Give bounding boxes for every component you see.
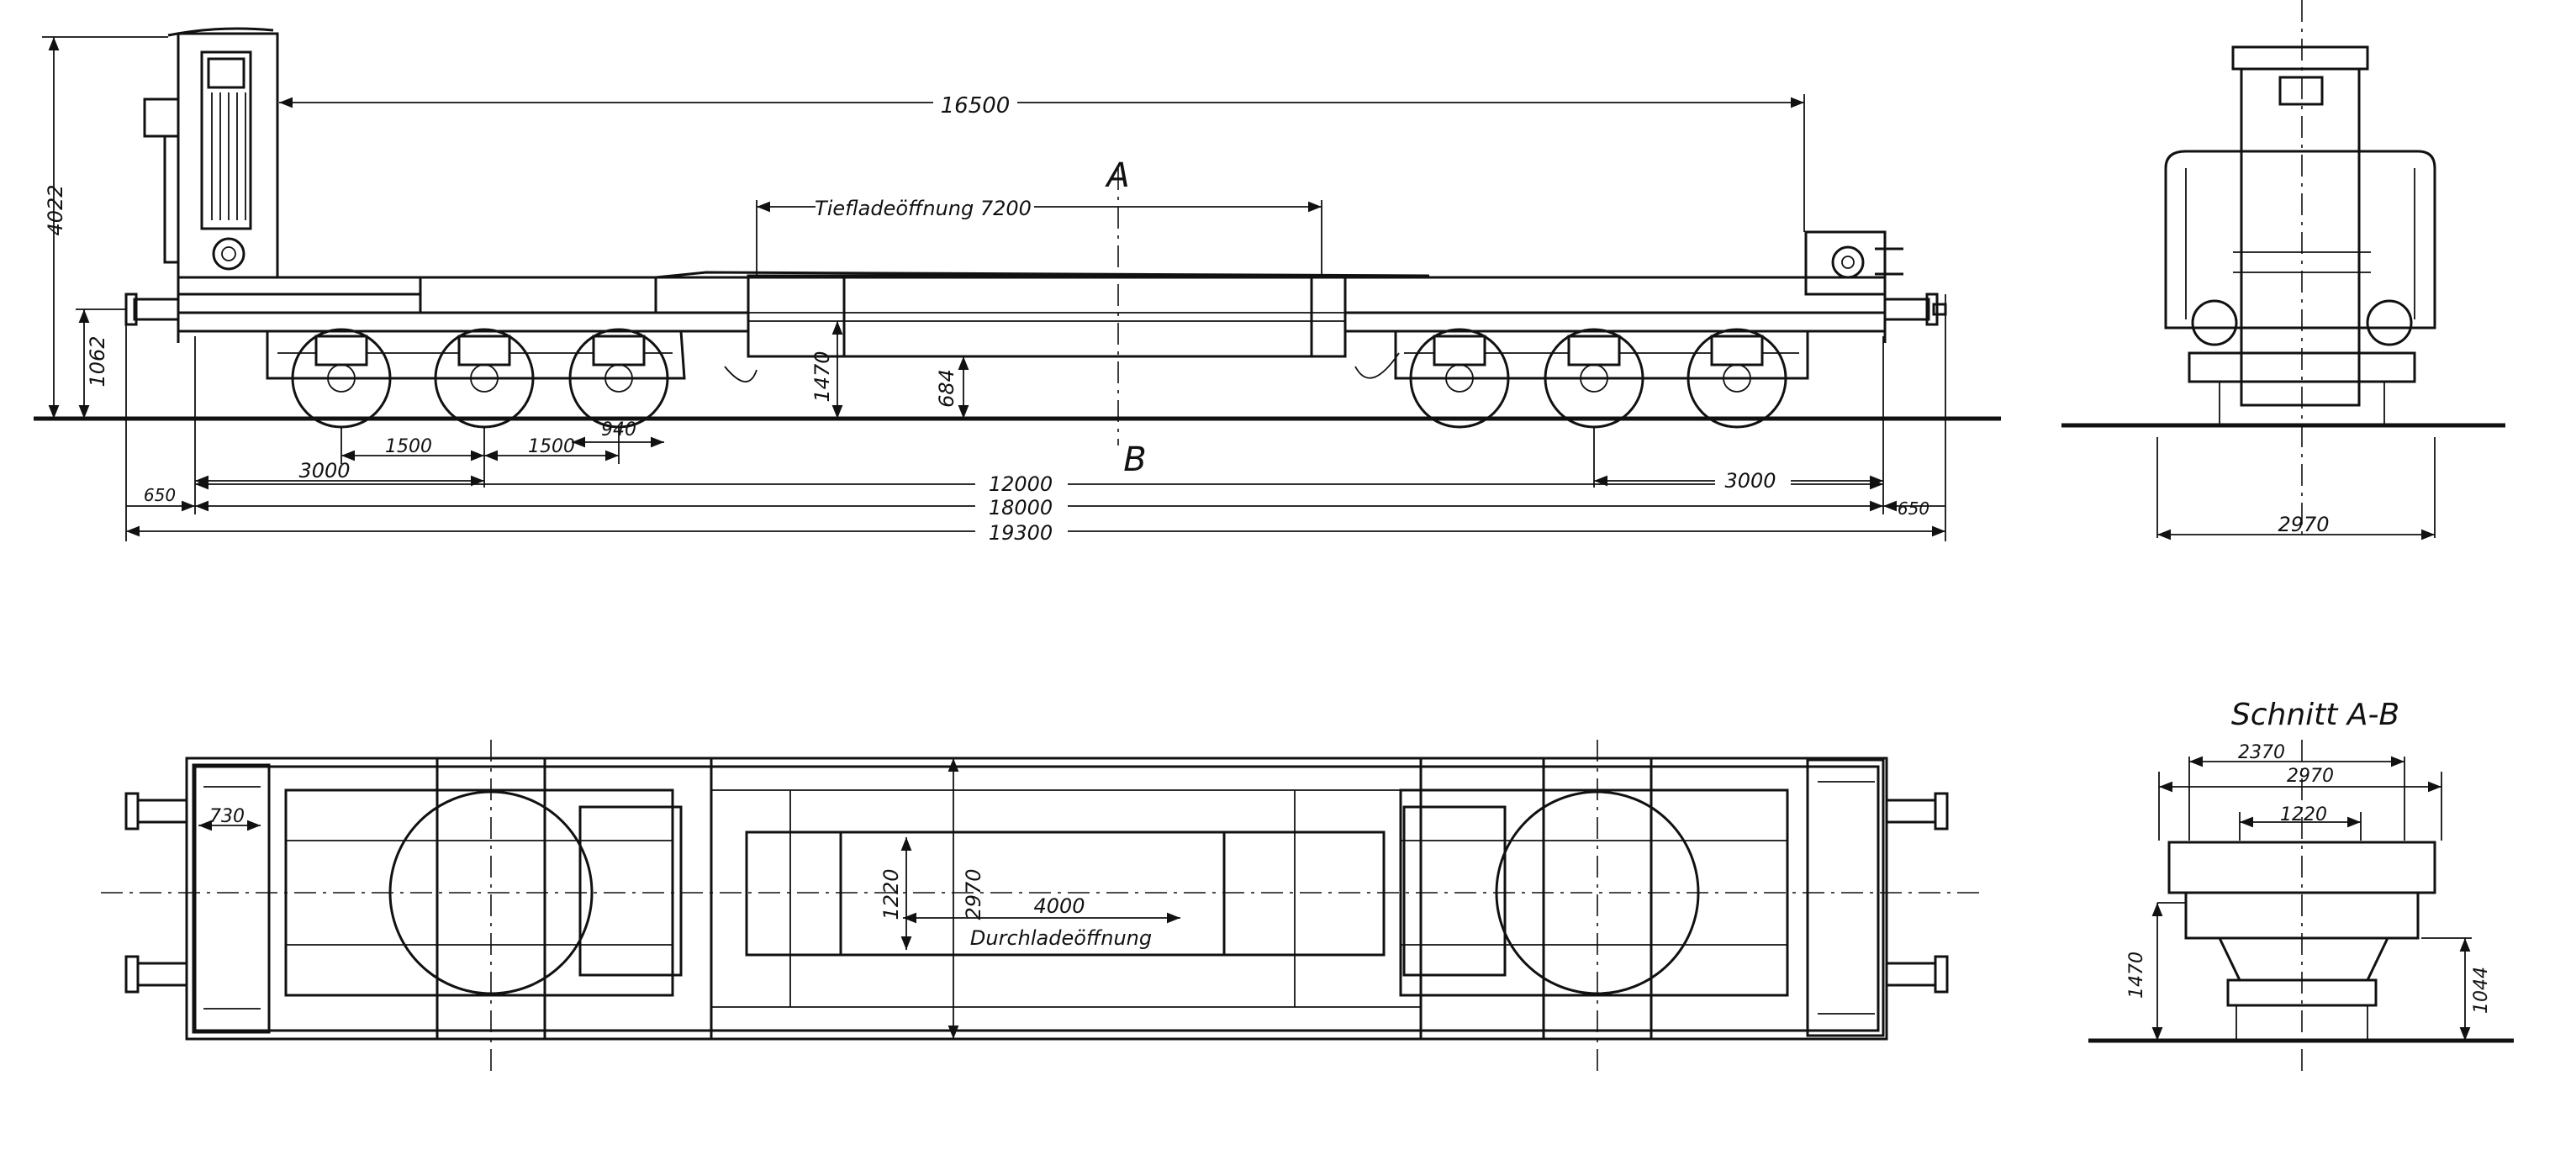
dim-940-label: 940 — [601, 419, 636, 440]
left-bogie — [266, 328, 686, 429]
dim-1044-section-label: 1044 — [2471, 967, 2492, 1014]
dim-730-label: 730 — [209, 806, 245, 827]
dim-1470: 1470 — [810, 321, 843, 419]
dim-1220-section: 1220 — [2239, 804, 2362, 841]
plan-view: 730 1220 2970 4000 Durchladeöffnung — [101, 740, 1984, 1076]
dim-19300-label: 19300 — [989, 521, 1053, 545]
dim-12000-label: 12000 — [989, 472, 1053, 496]
dim-18000-label: 18000 — [989, 496, 1053, 519]
section-ab-view: Schnitt A-B 2370 2970 1220 — [2088, 698, 2514, 1076]
dim-18000: 18000 650 650 — [126, 485, 1945, 519]
dim-16500-label: 16500 — [941, 93, 1011, 119]
dim-7200-label: Tiefladeöffnung 7200 — [815, 197, 1032, 220]
dim-650-left-label: 650 — [144, 485, 176, 505]
side-cab — [143, 27, 279, 279]
dim-2970-end: 2970 — [2156, 437, 2436, 540]
dim-1500b-label: 1500 — [528, 436, 575, 457]
dim-4022-label: 4022 — [44, 184, 67, 235]
dim-bogie-spacing: 1500 1500 940 — [340, 419, 664, 488]
dim-2370: 2370 — [2188, 742, 2405, 841]
dim-2970-section-label: 2970 — [2287, 766, 2334, 787]
dim-1220-plan-label: 1220 — [879, 868, 903, 920]
dim-730: 730 — [198, 806, 261, 831]
dim-2970-plan-label: 2970 — [962, 868, 985, 920]
dim-1062-label: 1062 — [86, 335, 109, 387]
side-frame — [177, 271, 1887, 358]
dim-2970-end-label: 2970 — [2278, 513, 2329, 536]
dim-12000: 12000 — [195, 469, 1883, 496]
right-bogie — [1394, 328, 1809, 429]
dim-7200: Tiefladeöffnung 7200 — [756, 192, 1322, 277]
dim-4000: 4000 Durchladeöffnung — [903, 894, 1180, 950]
dim-1220-section-label: 1220 — [2280, 804, 2327, 825]
dim-684-label: 684 — [935, 369, 958, 408]
side-view: A B 16500 Tiefladeöffnung 7200 4022 1062 — [34, 27, 2001, 545]
dim-3000-left: 3000 — [195, 459, 484, 487]
section-marker-a: A — [1104, 156, 1129, 195]
dim-16500: 16500 — [279, 86, 1805, 232]
dim-3000-right: 3000 — [1593, 427, 1883, 493]
dim-2970-section: 2970 — [2158, 766, 2442, 841]
dim-1470-section-label: 1470 — [2126, 952, 2147, 999]
side-end-box — [1804, 230, 1903, 296]
dim-2970-plan: 2970 — [948, 758, 985, 1039]
dim-4022: 4022 — [42, 36, 168, 419]
dim-1470-label: 1470 — [810, 351, 834, 402]
dim-1500a-label: 1500 — [385, 436, 432, 457]
dim-684: 684 — [935, 356, 969, 419]
dim-1044-section: 1044 — [2421, 937, 2492, 1041]
chain-right — [1354, 352, 1400, 379]
dim-650-right-label: 650 — [1898, 498, 1929, 519]
through-opening-label: Durchladeöffnung — [970, 926, 1152, 950]
dim-1470-section: 1470 — [2126, 902, 2186, 1041]
chain-left — [724, 366, 757, 382]
side-buffers — [124, 293, 1947, 326]
dim-4000-label: 4000 — [1033, 894, 1085, 918]
dim-1062: 1062 — [76, 308, 126, 419]
section-marker-b: B — [1123, 440, 1146, 479]
dim-3000-left-label: 3000 — [298, 459, 350, 482]
dim-19300: 19300 — [125, 294, 1946, 545]
section-title: Schnitt A-B — [2231, 698, 2399, 732]
dim-1220-plan: 1220 — [879, 837, 912, 950]
dim-2370-label: 2370 — [2238, 742, 2285, 763]
end-view: 2970 — [2061, 0, 2505, 540]
dim-3000-right-label: 3000 — [1724, 469, 1776, 493]
